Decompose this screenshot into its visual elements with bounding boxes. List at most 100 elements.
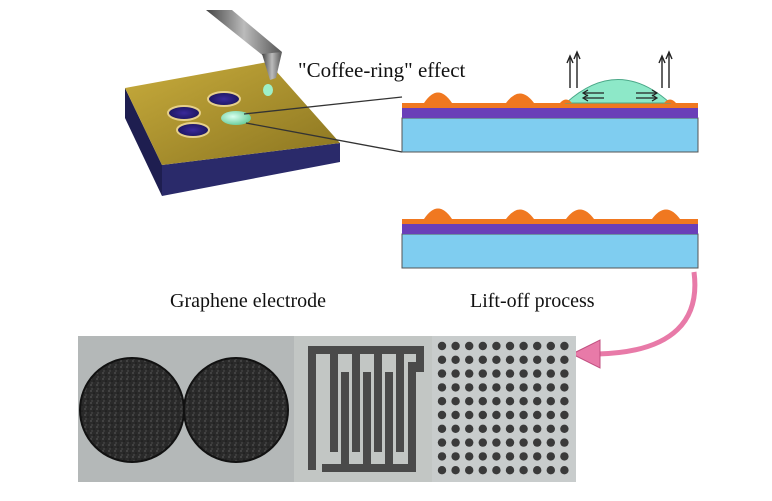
zoom-line	[243, 96, 403, 115]
cross-section-drying	[401, 50, 699, 153]
ring-deposit	[664, 99, 676, 103]
substrate-layer	[401, 233, 699, 269]
droplet-on-chip	[221, 111, 251, 125]
array-dot	[560, 410, 569, 420]
array-dot	[451, 424, 460, 433]
array-dot	[546, 341, 555, 351]
film-layer	[402, 108, 698, 118]
array-dot	[533, 466, 542, 475]
array-dot	[519, 410, 528, 420]
array-dot	[465, 438, 474, 447]
array-dot	[437, 424, 447, 433]
array-dot	[519, 383, 528, 392]
micrograph-circular-electrodes	[78, 336, 294, 482]
array-dot	[478, 424, 487, 433]
process-arrow	[597, 271, 698, 357]
array-dot	[465, 466, 474, 475]
array-dot	[478, 355, 487, 364]
micrograph-interdigitated-electrode	[294, 336, 432, 482]
array-dot	[465, 397, 474, 406]
array-dot	[492, 452, 501, 461]
array-dot	[492, 438, 501, 447]
array-dot	[478, 369, 487, 378]
array-dot	[465, 355, 474, 364]
chip-side-left	[125, 88, 162, 196]
array-dot	[505, 466, 515, 475]
array-dot	[519, 341, 528, 351]
array-dot	[546, 410, 555, 420]
substrate-layer	[401, 117, 699, 153]
array-dot	[519, 369, 528, 378]
array-dot	[505, 355, 515, 364]
array-dot	[492, 383, 501, 392]
array-dot	[478, 438, 487, 447]
array-dot	[437, 355, 447, 364]
array-dot	[465, 424, 474, 433]
array-dot	[492, 466, 501, 475]
array-dot	[465, 452, 474, 461]
chip-side-front	[162, 143, 340, 196]
electrode-hole	[176, 122, 210, 138]
array-dot	[560, 369, 569, 378]
array-dot	[533, 341, 542, 351]
ring-deposit	[506, 209, 534, 219]
array-dot	[492, 355, 501, 364]
array-dot	[533, 438, 542, 447]
array-dot	[546, 466, 555, 475]
array-dot	[478, 452, 487, 461]
array-dot	[533, 410, 542, 420]
array-dot	[546, 397, 555, 406]
array-dot	[437, 397, 447, 406]
micrograph-dot-array	[432, 336, 576, 482]
array-dot	[437, 369, 447, 378]
array-dot	[560, 424, 569, 433]
array-dot	[505, 424, 515, 433]
falling-droplet	[263, 84, 273, 96]
array-dot	[533, 397, 542, 406]
array-dot	[560, 466, 569, 475]
array-dot	[478, 466, 487, 475]
array-dot	[533, 369, 542, 378]
array-dot	[437, 466, 447, 475]
array-dot	[546, 438, 555, 447]
evaporation-arrows	[566, 50, 673, 88]
electrode-hole	[167, 105, 201, 121]
array-dot	[505, 383, 515, 392]
film-layer	[402, 224, 698, 234]
array-dot	[560, 355, 569, 364]
array-dot	[437, 341, 447, 351]
array-dot	[560, 383, 569, 392]
array-dot	[451, 452, 460, 461]
array-dot	[546, 355, 555, 364]
process-arrow-head	[570, 339, 601, 369]
array-dot	[560, 341, 569, 351]
array-dot	[451, 397, 460, 406]
array-dot	[505, 452, 515, 461]
lift-off-label: Lift-off process	[470, 290, 595, 312]
array-dot	[546, 369, 555, 378]
ring-deposit	[506, 93, 534, 103]
droplet-cross-section	[564, 79, 672, 104]
array-dot	[437, 452, 447, 461]
graphene-electrode-label: Graphene electrode	[170, 290, 327, 312]
array-dot	[451, 383, 460, 392]
ring-deposit	[652, 209, 680, 219]
array-dot	[560, 452, 569, 461]
ring-deposit	[424, 92, 452, 103]
array-dot	[492, 341, 501, 351]
array-dot	[451, 466, 460, 475]
chip	[125, 62, 340, 196]
array-dot	[533, 424, 542, 433]
array-dot	[451, 355, 460, 364]
capillary-flow-arrows	[581, 89, 659, 102]
ring-deposit	[424, 208, 452, 219]
array-dot	[465, 369, 474, 378]
array-dot	[451, 438, 460, 447]
array-dot	[492, 397, 501, 406]
array-dot	[505, 369, 515, 378]
array-dot	[533, 452, 542, 461]
array-dot	[492, 424, 501, 433]
ring-deposit	[560, 99, 572, 103]
